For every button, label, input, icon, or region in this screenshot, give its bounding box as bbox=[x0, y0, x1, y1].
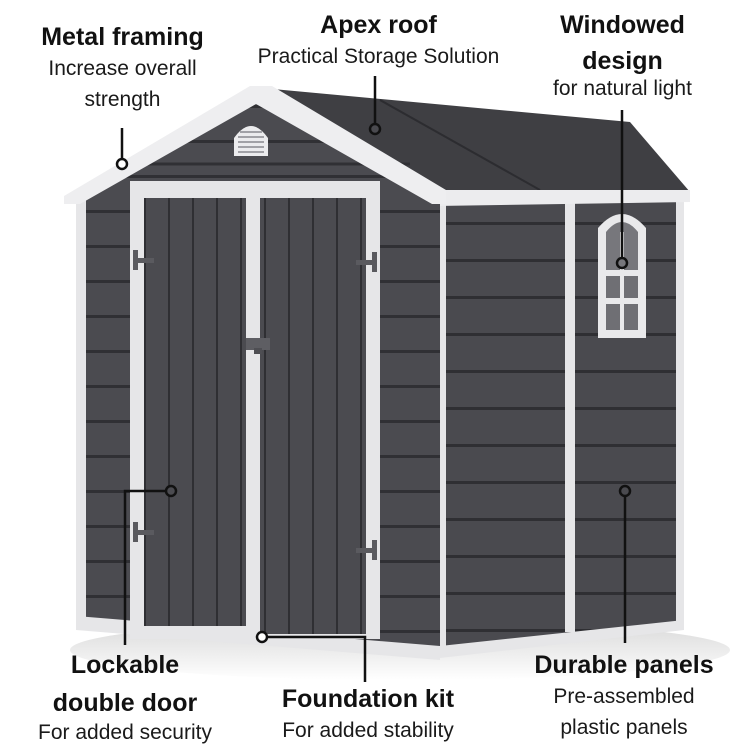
door-lock bbox=[246, 338, 270, 350]
callout-title: design bbox=[582, 47, 663, 75]
gable-vent bbox=[234, 126, 268, 156]
callout-subtitle: for natural light bbox=[553, 77, 692, 100]
callout-lines bbox=[115, 76, 632, 682]
callout-subtitle: strength bbox=[84, 88, 161, 112]
callout-title: Windowed bbox=[560, 11, 685, 39]
callout-durable-panels: Durable panels Pre-assembled plastic pan… bbox=[524, 650, 724, 740]
callout-windowed-design: Windowed design for natural light bbox=[530, 10, 715, 101]
door-left bbox=[144, 198, 246, 626]
roof-panel bbox=[262, 88, 690, 192]
callout-subtitle: plastic panels bbox=[560, 716, 688, 740]
side-window bbox=[598, 214, 646, 338]
double-door bbox=[130, 181, 380, 639]
callout-title: Metal framing bbox=[41, 23, 204, 51]
callout-subtitle: For added security bbox=[38, 721, 212, 744]
callout-subtitle: Increase overall bbox=[48, 57, 197, 80]
callout-lockable-double-door: Lockable double door For added security bbox=[22, 650, 228, 745]
callout-title: double door bbox=[52, 689, 198, 717]
roof-trim bbox=[64, 86, 446, 204]
door-right bbox=[260, 198, 366, 634]
callout-metal-framing: Metal framing Increase overall strength bbox=[20, 22, 225, 112]
callout-subtitle: Pre-assembled bbox=[553, 685, 695, 708]
callout-title: Durable panels bbox=[534, 651, 714, 679]
callout-subtitle: Practical Storage Solution bbox=[257, 45, 500, 68]
callout-foundation-kit: Foundation kit For added stability bbox=[262, 684, 474, 743]
callout-title: Apex roof bbox=[320, 11, 437, 39]
callout-title: Lockable bbox=[70, 651, 180, 679]
callout-apex-roof: Apex roof Practical Storage Solution bbox=[236, 10, 521, 69]
callout-subtitle: For added stability bbox=[282, 719, 454, 742]
callout-title: Foundation kit bbox=[281, 685, 455, 713]
